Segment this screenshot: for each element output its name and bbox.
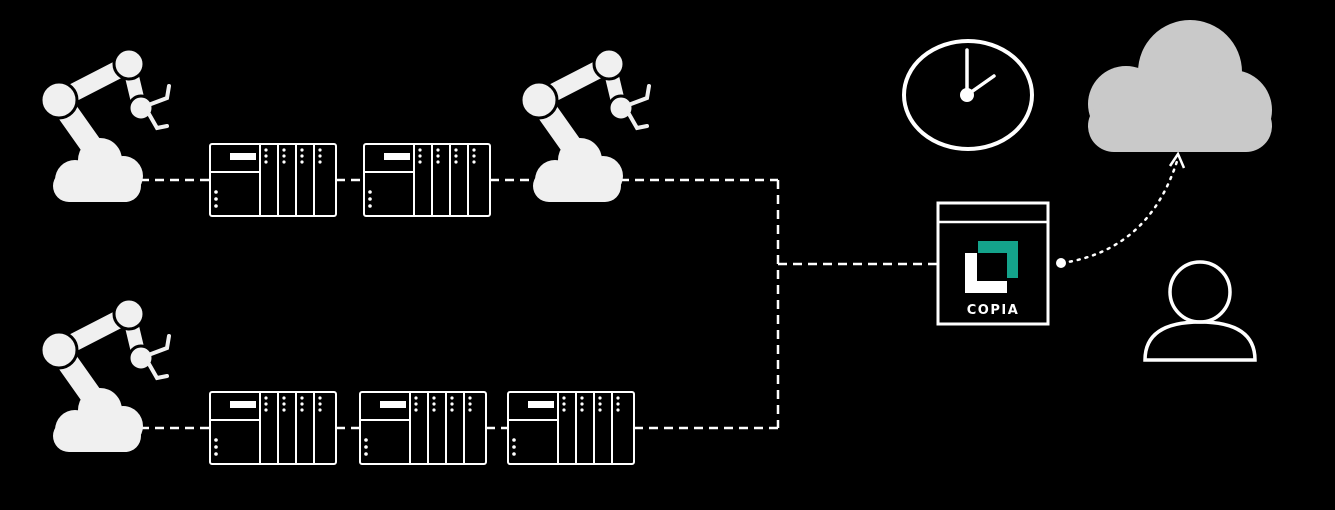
robot-arm-icon [41,299,169,452]
plc-rack-icon [209,391,337,465]
cloud-icon [1088,20,1272,152]
user-icon [1143,260,1257,362]
connection-node [1056,258,1066,268]
cloud-upload-path [1060,156,1180,265]
copia-logo-icon [965,241,1018,293]
robot-arm-icon [521,49,649,202]
network-connections [140,178,938,430]
arrow-up-icon [1168,151,1186,169]
copia-gateway: COPIA [936,201,1050,326]
clock-icon [902,39,1034,151]
plc-rack-icon [359,391,487,465]
plc-rack-icon [363,143,491,217]
plc-rack-icon [507,391,635,465]
gateway-label: COPIA [967,303,1020,318]
plc-rack-icon [209,143,337,217]
robot-arm-icon [41,49,169,202]
